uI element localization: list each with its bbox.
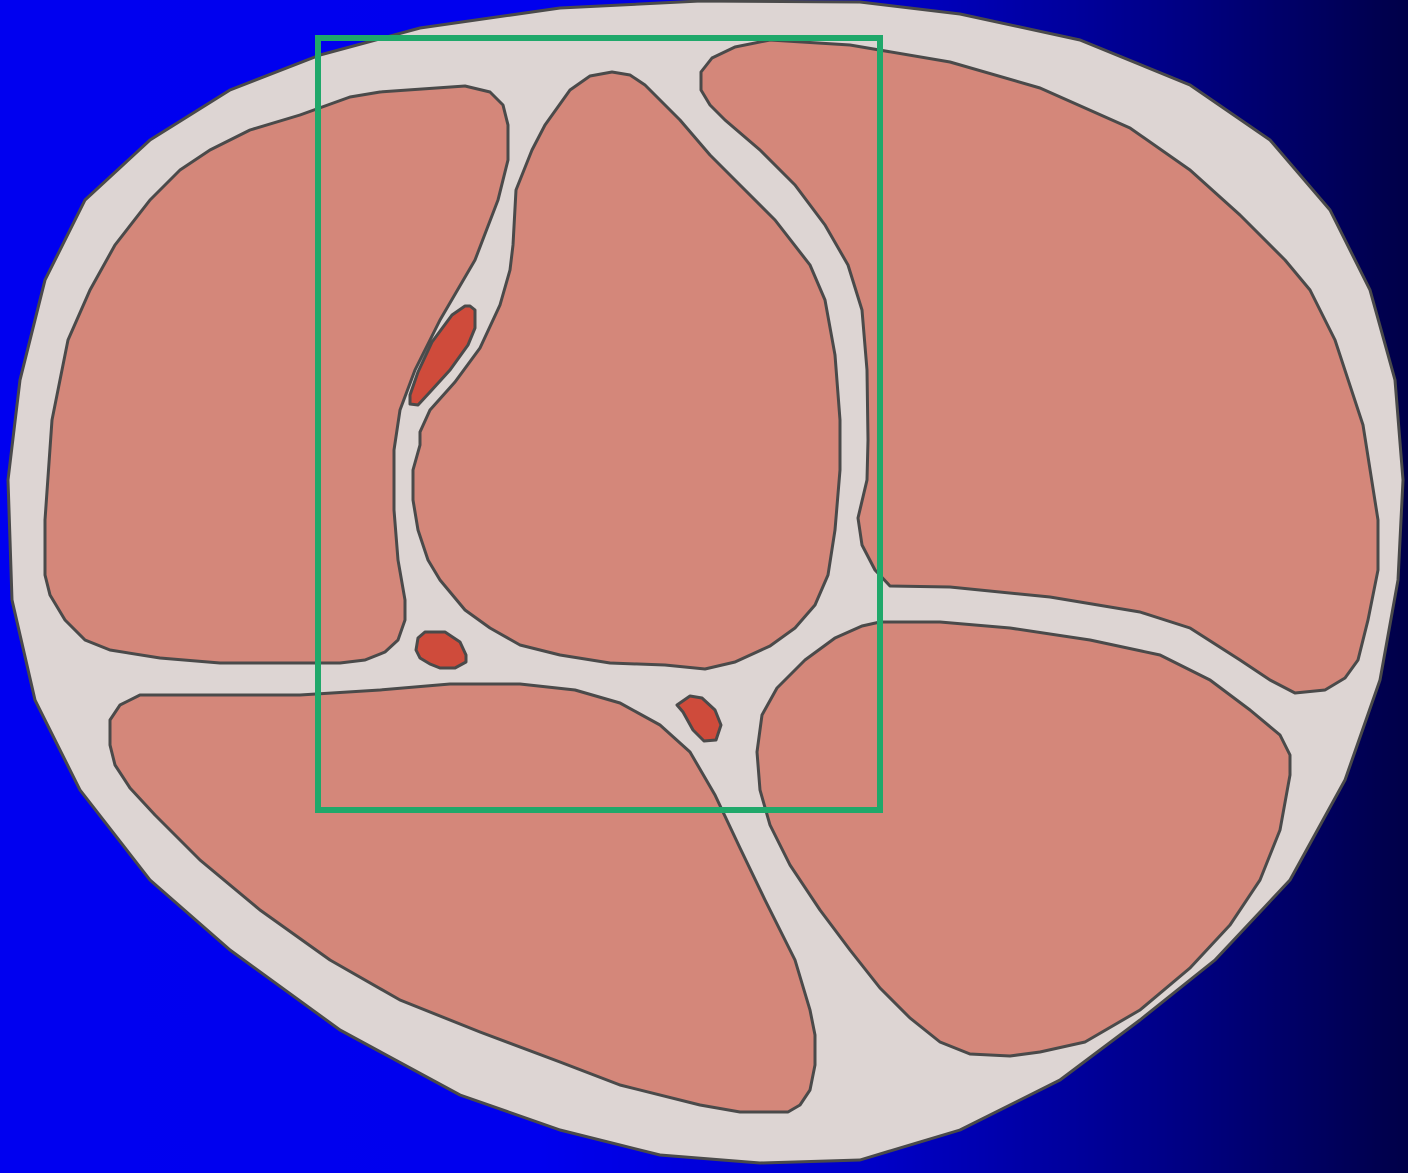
cross-section-diagram [0,0,1408,1173]
diagram-canvas [0,0,1408,1173]
